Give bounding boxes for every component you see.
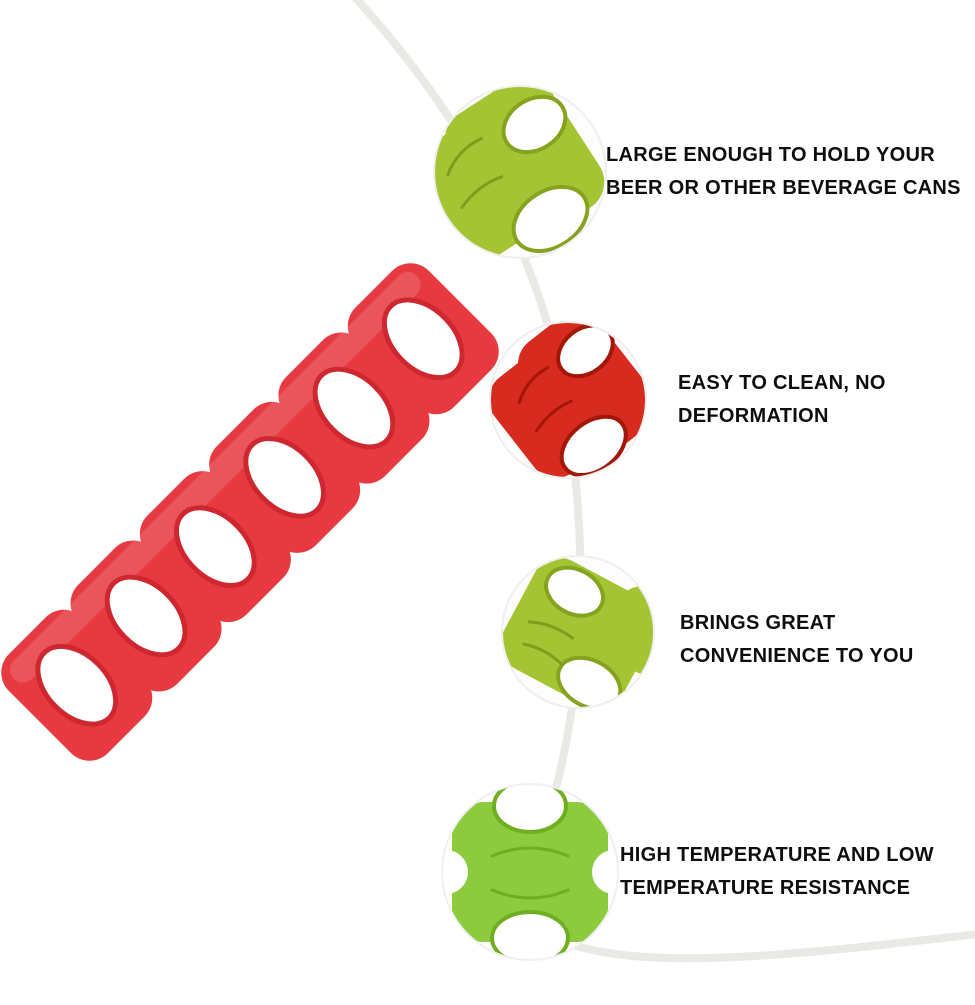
texture-lines bbox=[522, 620, 574, 666]
texture-lines bbox=[517, 366, 573, 433]
rack-hole bbox=[104, 574, 188, 658]
bubble-ring bbox=[501, 555, 655, 709]
rack-hole bbox=[243, 436, 326, 519]
silicone-detail bbox=[490, 322, 646, 478]
texture-lines bbox=[446, 137, 504, 209]
rack-holes bbox=[35, 297, 465, 727]
rack-hole bbox=[35, 643, 119, 727]
silicone-hole bbox=[511, 184, 590, 253]
feature-text-temperature: HIGH TEMPERATURE AND LOW TEMPERATURE RES… bbox=[620, 844, 934, 899]
silicone-blob bbox=[502, 557, 654, 708]
rack-hole bbox=[174, 505, 257, 588]
feature-bubble-convenience bbox=[501, 555, 655, 709]
feature-bubble-temperature bbox=[441, 783, 619, 961]
bubble-ring bbox=[489, 321, 647, 479]
detail-photo-bright-green bbox=[442, 784, 618, 960]
silicone-hole bbox=[559, 414, 628, 478]
silicone-detail bbox=[442, 784, 618, 960]
silicone-blob bbox=[452, 802, 608, 942]
feature-bubble-easy-clean bbox=[489, 321, 647, 479]
texture-lines bbox=[490, 846, 570, 900]
silicone-notch bbox=[592, 850, 618, 894]
feature-text-convenience: BRINGS GREAT CONVENIENCE TO YOU bbox=[680, 612, 914, 667]
silicone-hole bbox=[492, 784, 568, 834]
detail-photo-red bbox=[490, 322, 646, 478]
silicone-detail bbox=[434, 86, 605, 258]
silicone-detail bbox=[502, 557, 654, 708]
feature-bubble-capacity bbox=[433, 85, 607, 259]
detail-photo-green bbox=[434, 86, 606, 258]
silicone-blob bbox=[601, 586, 654, 675]
rack-highlight bbox=[10, 272, 421, 683]
silicone-notch bbox=[442, 850, 468, 894]
feature-text-capacity: LARGE ENOUGH TO HOLD YOUR BEER OR OTHER … bbox=[606, 144, 961, 199]
silicone-hole bbox=[544, 565, 605, 618]
bubble-ring bbox=[441, 783, 619, 961]
detail-photo-green bbox=[502, 556, 654, 708]
silicone-hole bbox=[490, 910, 570, 960]
rack-hole bbox=[381, 297, 465, 381]
silicone-hole bbox=[501, 94, 568, 155]
product-rack-photo bbox=[1, 263, 499, 761]
feature-text-easy-clean: EASY TO CLEAN, NO DEFORMATION bbox=[678, 372, 886, 427]
rack-hole bbox=[312, 366, 396, 450]
bubble-ring bbox=[433, 85, 607, 259]
